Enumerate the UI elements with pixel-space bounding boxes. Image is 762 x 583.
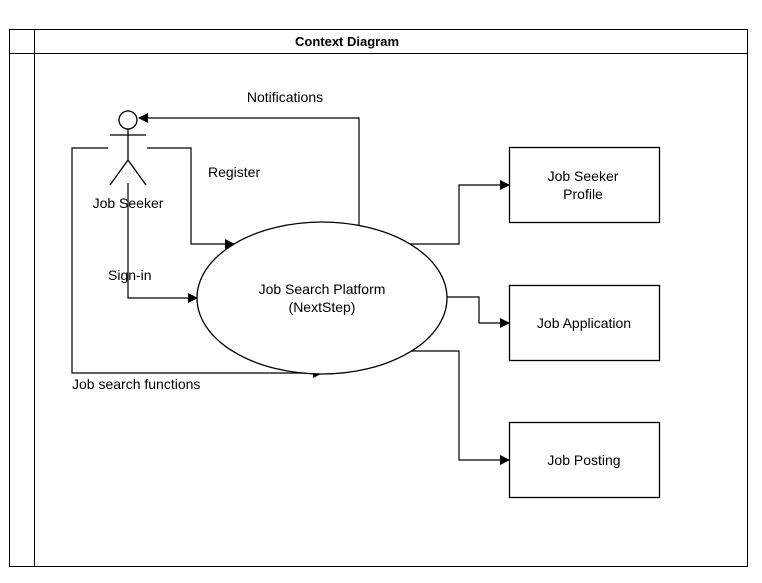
entity-profile-line2: Profile xyxy=(563,186,603,202)
entity-application-label: Job Application xyxy=(537,315,631,331)
diagram-title: Context Diagram xyxy=(295,34,399,49)
entity-profile-line1: Job Seeker xyxy=(548,168,619,184)
system-subtitle: (NextStep) xyxy=(289,299,356,315)
flow-notifications-arrow[interactable] xyxy=(138,113,360,225)
person-icon xyxy=(109,110,147,186)
system-process[interactable]: Job Search Platform (NextStep) xyxy=(196,221,448,375)
actor-job-seeker[interactable]: Job Seeker xyxy=(93,110,164,211)
flow-register-arrow[interactable] xyxy=(147,147,235,249)
flow-to-application-arrow[interactable] xyxy=(446,296,510,328)
flow-to-posting-arrow[interactable] xyxy=(410,350,510,465)
entity-job-application[interactable]: Job Application xyxy=(508,284,661,362)
flow-job-search-arrow[interactable] xyxy=(71,147,323,378)
flow-signin-arrow[interactable] xyxy=(127,183,198,303)
flow-job-search-label: Job search functions xyxy=(72,376,200,392)
entity-job-seeker-profile[interactable]: Job Seeker Profile xyxy=(508,146,661,224)
flow-notifications-label: Notifications xyxy=(247,89,323,105)
flow-register-label: Register xyxy=(208,164,260,180)
system-name: Job Search Platform xyxy=(259,281,386,297)
flow-to-profile-arrow[interactable] xyxy=(410,180,510,245)
flow-signin-label: Sign-in xyxy=(108,267,152,283)
entity-posting-label: Job Posting xyxy=(547,452,620,468)
entity-job-posting[interactable]: Job Posting xyxy=(508,421,661,499)
